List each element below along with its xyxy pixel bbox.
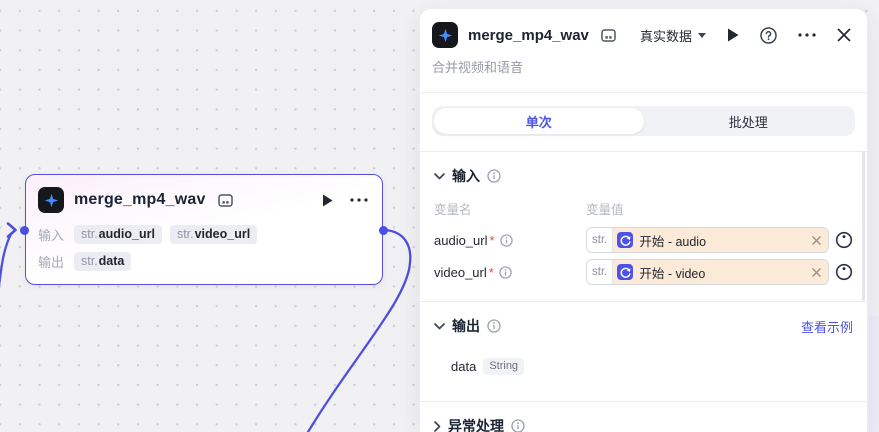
panel-run-button[interactable] [727,28,739,42]
variable-name: video_url [434,264,487,280]
panel-title: merge_mp4_wav [468,26,589,44]
chevron-down-icon[interactable] [434,322,445,330]
node-chip-data: str. data [74,252,132,271]
value-field-video-url[interactable]: str. 开始 - video [586,259,829,285]
exception-section-title: 异常处理 [448,418,504,432]
panel-sparkle-icon [432,22,458,48]
chip-name: data [98,254,125,268]
required-asterisk: * [489,232,495,248]
input-section-title: 输入 [452,168,480,184]
node-output-port[interactable] [379,226,388,235]
chevron-right-icon[interactable] [434,420,441,432]
info-icon [499,233,513,247]
col-variable-name: 变量名 [434,203,472,217]
node-input-label: 输入 [38,228,65,243]
info-icon [487,169,501,183]
divider [420,151,867,152]
reference-chip[interactable]: 开始 - audio [613,228,828,252]
chip-name: video_url [194,227,251,241]
node-title: merge_mp4_wav [74,191,206,208]
divider [420,301,867,302]
reference-value: 开始 - video [639,266,706,281]
divider [420,92,867,93]
chip-name: audio_url [98,227,155,241]
remove-reference-icon[interactable] [812,235,821,245]
node-input-port[interactable] [20,226,29,235]
value-type: str. [587,228,614,252]
chip-type: str. [81,227,98,241]
node-sparkle-icon [38,187,64,213]
output-field-name: data [451,359,477,374]
output-section: 输出 查看示例 data String [420,316,867,375]
node-output-label: 输出 [38,255,65,270]
value-type: str. [587,260,614,284]
node-description: 合并视频和语音 [432,60,524,75]
remove-reference-icon[interactable] [812,267,821,277]
output-field-data: data String [434,358,853,375]
plugin-badge-icon [217,193,233,207]
start-node-icon [617,232,634,248]
data-mode-dropdown[interactable]: 真实数据 [640,26,706,45]
node-more-button[interactable] [350,198,368,202]
info-icon [511,419,525,432]
info-icon [487,319,501,333]
node-chip-audio-url: str. audio_url [74,225,162,244]
chevron-down-icon [698,32,706,38]
reference-selector-icon[interactable] [835,263,853,281]
data-mode-label: 真实数据 [639,28,692,44]
output-type-badge: String [483,358,525,375]
node-run-button[interactable] [322,194,333,207]
reference-chip[interactable]: 开始 - video [613,260,828,284]
chevron-down-icon[interactable] [434,172,445,180]
edge-incoming [0,232,13,288]
reference-value: 开始 - audio [639,234,707,249]
input-section: 输入 变量名 变量值 audio_url* str. [420,166,867,285]
chip-type: str. [81,254,98,268]
variable-table-header: 变量名 变量值 [434,199,853,218]
close-icon[interactable] [837,28,851,42]
variable-name: audio_url [434,232,488,248]
run-mode-tabs: 单次 批处理 [432,106,855,136]
tab-single[interactable]: 单次 [434,108,644,134]
divider [420,401,867,402]
col-variable-value: 变量值 [586,203,624,217]
reference-selector-icon[interactable] [835,231,853,249]
node-config-panel: merge_mp4_wav 真实数据 合并视频和语音 单次 [419,8,868,432]
value-field-audio-url[interactable]: str. 开始 - audio [586,227,829,253]
start-node-icon [617,264,634,280]
canvas-highlight-strip [869,316,879,432]
output-section-title: 输出 [452,318,480,334]
variable-row-video-url: video_url* str. 开始 - video [434,259,853,285]
panel-more-button[interactable] [798,33,816,37]
panel-header: merge_mp4_wav 真实数据 [420,9,867,48]
node-chip-video-url: str. video_url [169,225,258,244]
exception-section: 异常处理 [420,416,867,432]
edge-arrowhead-icon [6,222,17,238]
view-example-link[interactable]: 查看示例 [800,319,853,335]
node-inputs-row: 输入 str. audio_url str. video_url [38,225,368,244]
tab-batch[interactable]: 批处理 [728,114,768,130]
info-icon [499,265,512,279]
plugin-badge-icon [601,28,616,42]
help-icon[interactable] [760,26,777,44]
node-outputs-row: 输出 str. data [38,252,368,271]
required-asterisk: * [488,264,494,280]
panel-scrollbar[interactable] [861,151,865,301]
chip-type: str. [176,227,194,241]
variable-row-audio-url: audio_url* str. 开始 - audio [434,227,853,253]
node-merge-mp4-wav[interactable]: merge_mp4_wav 输入 str. audio_url str. [20,174,388,285]
